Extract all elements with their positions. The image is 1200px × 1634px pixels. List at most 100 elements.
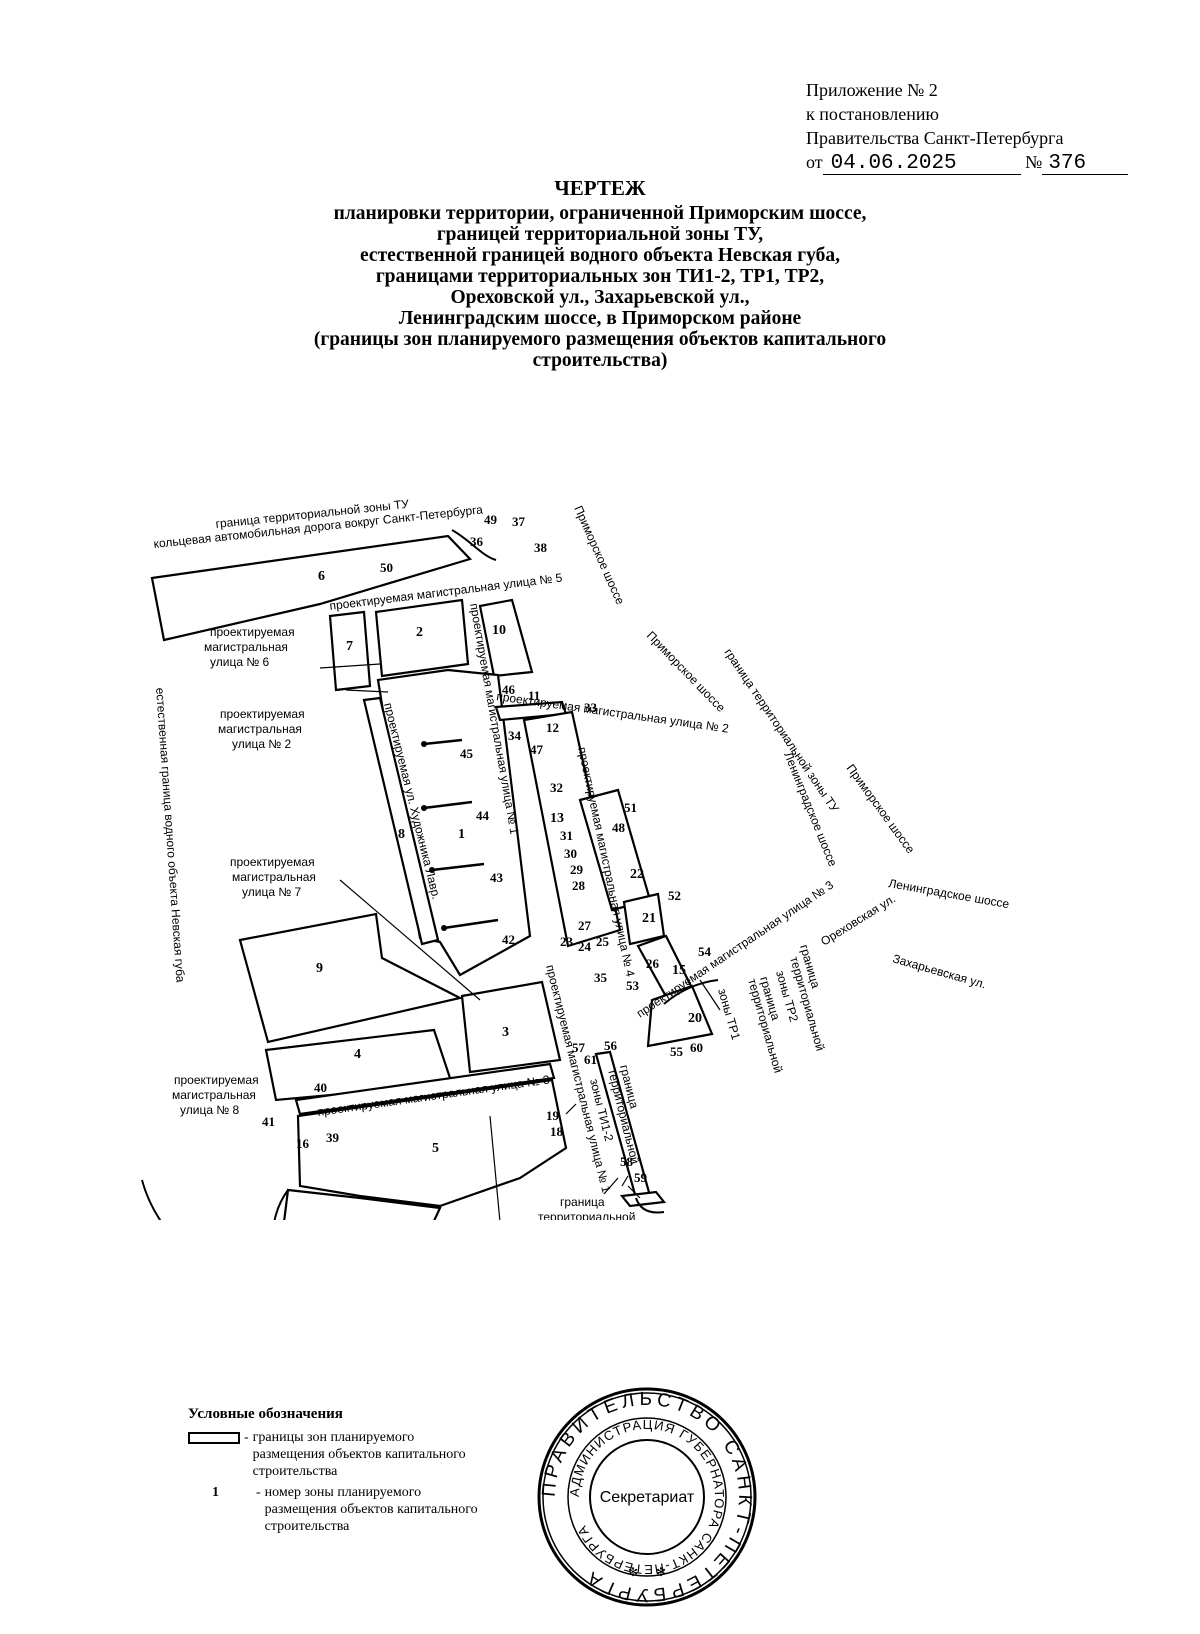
star-icon: ✻ [656,1565,666,1579]
zone-9 [238,912,464,1044]
zone-number: 55 [670,1044,684,1059]
zone-2 [374,598,470,678]
zone-number: 4 [354,1047,361,1062]
zone-number: 61 [584,1052,597,1067]
zone-number: 5 [432,1141,439,1156]
zone-number: 13 [550,811,564,826]
zone-number: 43 [490,870,504,885]
legend-text: номер зоны планируемого размещения объек… [264,1485,478,1534]
leader-line [345,689,389,693]
title-heading: ЧЕРТЕЖ [554,176,646,200]
map-label-street6-a: проектируемая [210,625,295,639]
zone-number: 11 [528,688,540,703]
zone-number: 54 [698,944,712,959]
map-shapes [141,529,721,1220]
zone-number: 18 [550,1124,564,1139]
map-label-street2-left-c: улица № 2 [232,737,292,751]
seal-center-text: Секретариат [600,1489,695,1506]
zone-number: 41 [262,1114,275,1129]
title-line: естественной границей водного объекта Не… [360,245,840,266]
zone-number: 29 [570,862,584,877]
zone-5 [296,1078,568,1208]
map-label-orekhovskaya: Ореховская ул. [818,891,898,948]
legend-dash: - [256,1485,261,1500]
zone-number: 56 [604,1038,618,1053]
zone-number: 47 [530,742,544,757]
official-seal: ПРАВИТЕЛЬСТВО САНКТ-ПЕТЕРБУРГА АДМИНИСТР… [537,1387,757,1607]
zone-number: 57 [572,1040,586,1055]
map-numbers: 1234567891011121314151617181920212223242… [262,512,712,1185]
ring-road-curve [451,529,497,561]
zone-number: 24 [578,939,592,954]
map-label-street2-left-a: проектируемая [220,707,305,721]
map-label-primorskoe-3: Приморское шоссе [844,762,918,857]
zone-7 [328,610,372,692]
zone-number: 22 [630,867,644,882]
map-label-boundary-tr1-bottom-b: территориальной [538,1210,635,1220]
title-line: границами территориальных зон ТИ1-2, ТР1… [375,266,825,287]
zone-number: 2 [416,625,423,640]
zone-tr1-bottom [619,1190,667,1208]
leader-line [489,1115,501,1220]
zone-number: 45 [460,746,474,761]
point-marker-dot [441,925,447,931]
map-label-street7-c: улица № 7 [242,885,302,899]
leader-line [339,879,481,1001]
zone-number: 21 [642,911,656,926]
zone-number: 34 [508,728,522,743]
zone-number: 19 [546,1108,560,1123]
map-label-leningradskoe-2: Ленинградское шоссе [887,876,1010,911]
zone-number: 50 [380,560,393,575]
zone-number: 52 [668,888,681,903]
legend-item-zone-number: 1 - номер зоны планируемого размещения о… [188,1484,518,1535]
map-label-street7-b: магистральная [232,870,316,884]
resolution-date: 04.06.2025 [830,152,957,175]
street3-curve [663,979,719,1005]
legend-title: Условные обозначения [188,1406,343,1422]
zone-number: 49 [484,512,498,527]
zone-number: 60 [690,1040,703,1055]
zone-boundary-symbol [188,1432,240,1444]
appendix-header: Приложение № 2 к постановлению Правитель… [806,78,1166,175]
zone-number: 10 [492,623,506,638]
zone-number: 12 [546,720,559,735]
map-label-zakharyevskaya: Захарьевская ул. [891,951,988,991]
zone-number: 53 [626,978,640,993]
zone-number-symbol: 1 [212,1485,219,1500]
title-line: границей территориальной зоны ТУ, [436,224,764,245]
map-label-street8-c: улица № 8 [180,1103,240,1117]
zone-number: 28 [572,878,586,893]
zone-6 [150,534,473,642]
zone-number: 32 [550,780,563,795]
point-marker-line [443,918,499,930]
title-line: планировки территории, ограниченной Прим… [333,203,867,224]
zone-number: 16 [296,1136,310,1151]
leader-line [699,979,721,1011]
map-label-boundary-tr1-bottom-a: граница [560,1195,605,1209]
appendix-line-2: к постановлению [806,104,939,124]
zone-number: 59 [634,1170,648,1185]
title-line: Ленинградским шоссе, в Приморском районе [398,308,802,329]
zone-number: 31 [560,828,573,843]
zone-number: 46 [502,682,516,697]
map-label-street7-a: проектируемая [230,855,315,869]
strip-khudozh [362,696,440,946]
tr1-boundary-curve [635,1197,665,1214]
legend-dash: - [244,1430,249,1445]
title-line: Ореховской ул., Захарьевской ул., [450,287,750,308]
leader-line [621,1175,629,1187]
zone-number: 9 [316,961,323,976]
zone-number: 39 [326,1130,340,1145]
strip-street3 [294,1062,556,1116]
zone-3 [460,980,562,1074]
leader-line [627,1185,641,1199]
leader-line [603,1177,619,1195]
zone-number: 38 [534,540,548,555]
zone-number: 33 [584,700,598,715]
zone-number: 15 [672,963,686,978]
zone-13 [522,710,622,948]
map-label-boundary-tu-right: граница территориальной зоны ТУ [722,646,842,815]
resolution-number: 376 [1048,152,1087,175]
planning-map: граница территориальной зоны ТУкольцевая… [141,497,1011,1220]
legend-item-zone-boundary: - границы зон планируемого размещения об… [188,1429,518,1480]
